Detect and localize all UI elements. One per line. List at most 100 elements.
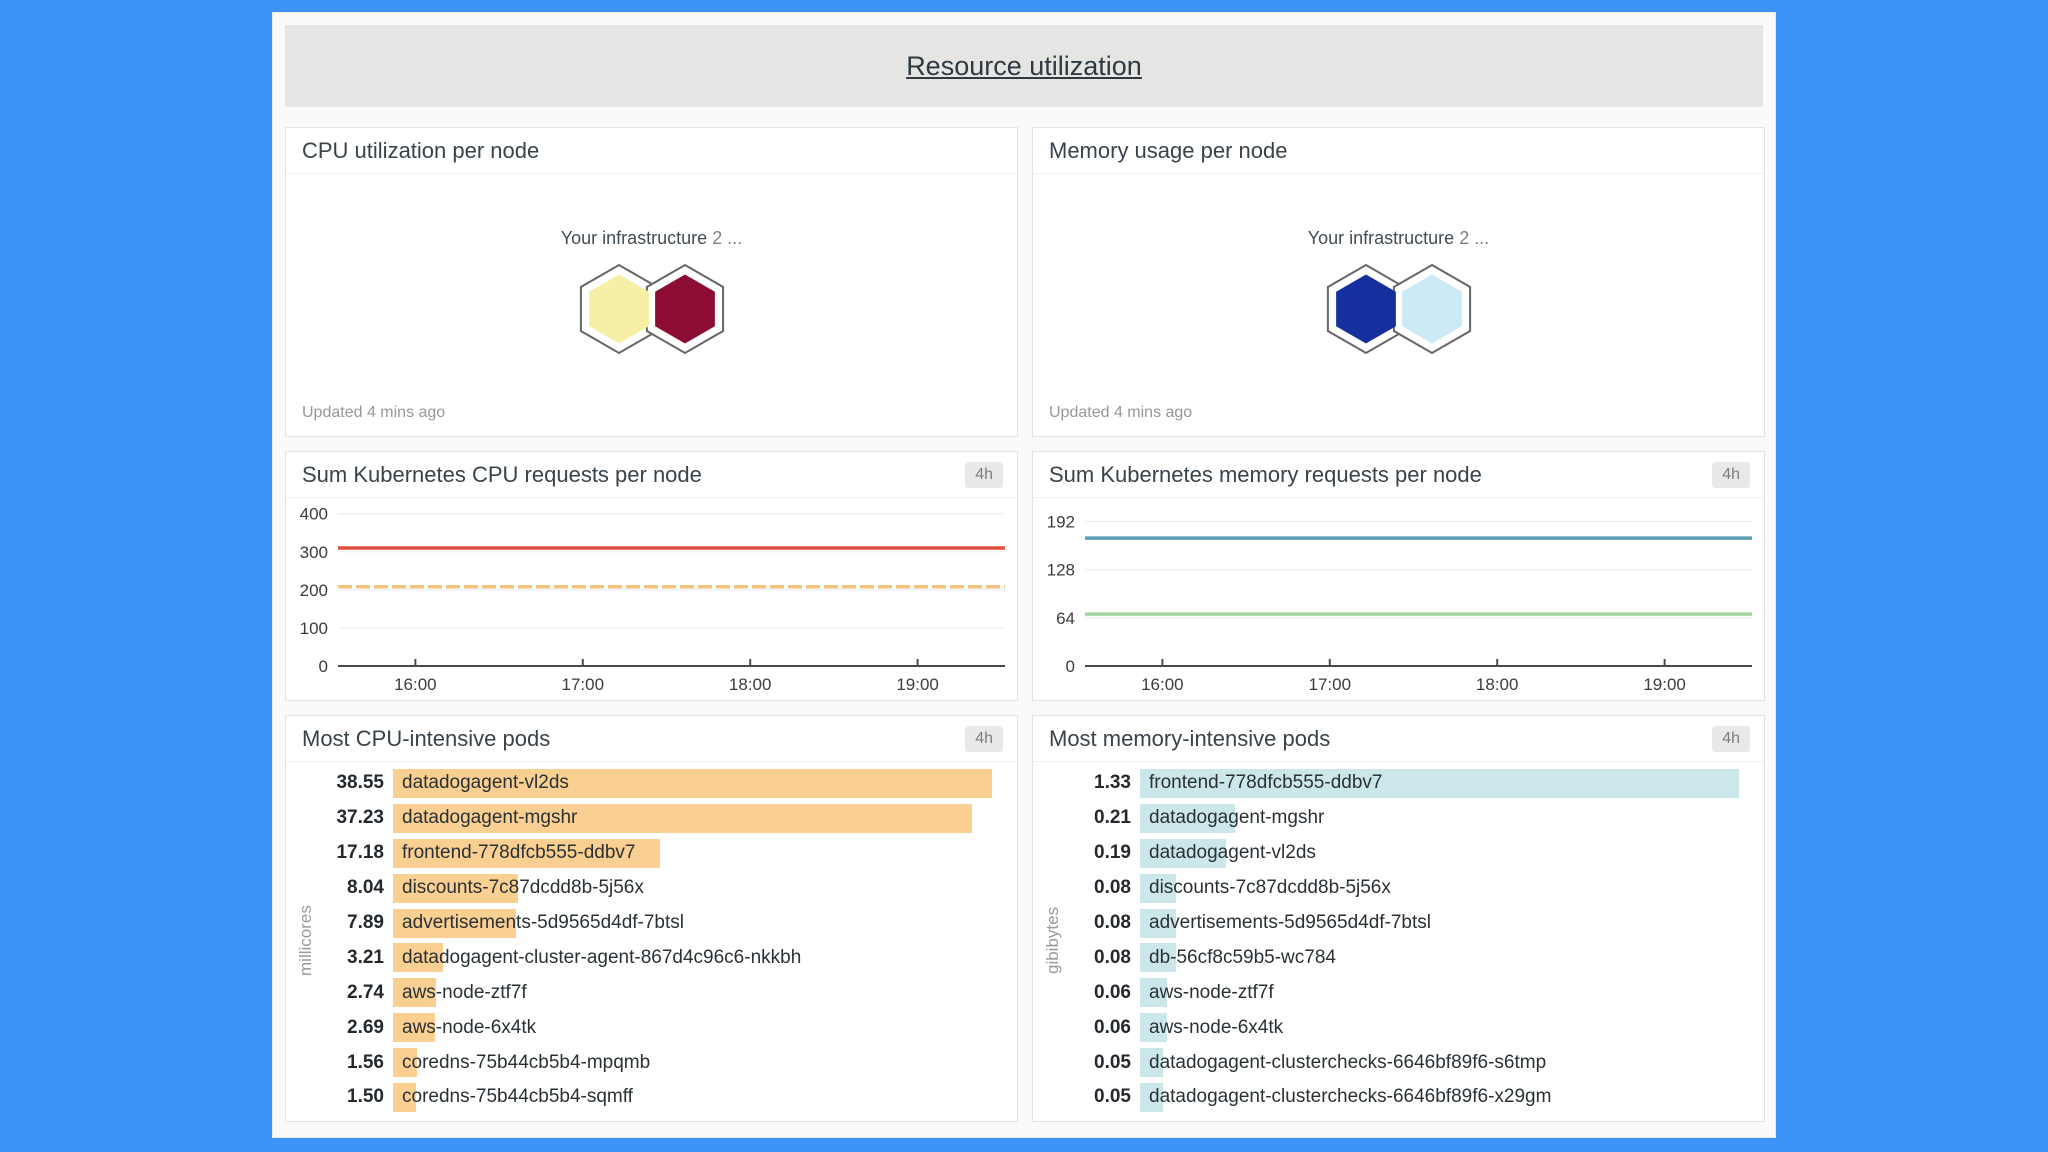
toplist-pod-label: discounts-7c87dcdd8b-5j56x (1149, 877, 1391, 899)
toplist-bar-track: advertisements-5d9565d4df-7btsl (393, 908, 1007, 938)
toplist-bar-track: aws-node-6x4tk (1140, 1013, 1754, 1043)
widget-header: CPU utilization per node (286, 128, 1017, 174)
hostmap-hexagons (1326, 263, 1471, 355)
toplist-pod-label: aws-node-6x4tk (402, 1016, 537, 1038)
y-tick-label: 192 (1047, 513, 1075, 532)
toplist-bar (1140, 1013, 1168, 1043)
toplist-pod-label: advertisements-5d9565d4df-7btsl (1149, 912, 1432, 933)
host-hexagon[interactable] (588, 274, 649, 344)
toplist-bar (393, 838, 661, 868)
timeframe-badge: 4h (965, 461, 1003, 488)
toplist-value: 0.06 (1094, 981, 1131, 1003)
toplist-value: 0.05 (1094, 1051, 1131, 1073)
host-hexagon[interactable] (654, 274, 715, 344)
toplist-pod-label: datadogagent-clusterchecks-6646bf89f6-s6… (1149, 1051, 1547, 1073)
y-tick-label: 0 (1066, 657, 1075, 676)
widget-memory-usage-map[interactable]: Memory usage per node Your infrastructur… (1032, 127, 1765, 437)
y-tick-label: 400 (300, 505, 328, 524)
widget-cpu-requests-chart[interactable]: Sum Kubernetes CPU requests per node 4h … (285, 451, 1018, 701)
toplist-bar-track: db-56cf8c59b5-wc784 (1140, 943, 1754, 973)
widget-header: Memory usage per node (1033, 128, 1764, 174)
toplist-bar-track: coredns-75b44cb5b4-mpqmb (393, 1048, 1007, 1078)
widget-header: Sum Kubernetes CPU requests per node 4h (286, 452, 1017, 498)
toplist-bar-track: advertisements-5d9565d4df-7btsl (1140, 908, 1754, 938)
toplist-bar-track: datadogagent-cluster-agent-867d4c96c6-nk… (393, 943, 1007, 973)
toplist-bar (1140, 908, 1177, 938)
toplist-value: 17.18 (336, 842, 384, 864)
x-tick-label: 16:00 (1141, 675, 1184, 694)
toplist-value: 0.08 (1094, 912, 1131, 933)
toplist-value: 7.89 (347, 912, 384, 933)
dashboard-title-link[interactable]: Resource utilization (906, 50, 1142, 81)
toplist-value: 1.33 (1094, 772, 1131, 794)
y-axis-unit-label: millicores (296, 905, 315, 976)
widget-memory-intensive-pods[interactable]: Most memory-intensive pods 4h gibibytes … (1032, 715, 1765, 1122)
host-hexagon[interactable] (1335, 274, 1396, 344)
x-tick-label: 19:00 (896, 675, 939, 694)
widget-grid: CPU utilization per node Your infrastruc… (285, 127, 1765, 1122)
toplist-bar-track: coredns-75b44cb5b4-sqmff (393, 1082, 1007, 1112)
x-tick-label: 17:00 (1309, 675, 1352, 694)
toplist-bar (393, 943, 443, 973)
widget-cpu-intensive-pods[interactable]: Most CPU-intensive pods 4h millicores 38… (285, 715, 1018, 1122)
x-tick-label: 18:00 (1476, 675, 1519, 694)
toplist-row[interactable]: 0.05 datadogagent-clusterchecks-6646bf89f… (1067, 1046, 1754, 1080)
toplist-row[interactable]: 0.05 datadogagent-clusterchecks-6646bf89f… (1067, 1080, 1754, 1114)
infrastructure-label: Your infrastructure 2 ... (1307, 228, 1490, 248)
toplist-row[interactable]: 0.08 advertisements-5d9565d4df-7btsl (1067, 906, 1754, 940)
widget-memory-requests-chart[interactable]: Sum Kubernetes memory requests per node … (1032, 451, 1765, 701)
toplist-bar (1140, 943, 1177, 973)
toplist-value: 0.08 (1094, 946, 1131, 968)
widget-title: Most CPU-intensive pods (302, 725, 551, 751)
widget-title: Memory usage per node (1049, 137, 1288, 163)
hostmap-body: Your infrastructure 2 ... Updated 4 mins… (1033, 174, 1764, 436)
dashboard-header-banner: Resource utilization (285, 25, 1763, 107)
host-hexagon[interactable] (1401, 274, 1462, 344)
toplist-pod-label: discounts-7c87dcdd8b-5j56x (402, 877, 644, 899)
toplist-bar-track: aws-node-6x4tk (393, 1013, 1007, 1043)
toplist-bar (1140, 1082, 1163, 1112)
toplist-row[interactable]: 0.21 datadogagent-mgshr (1067, 801, 1754, 835)
toplist-pod-label: datadogagent-mgshr (1149, 807, 1325, 829)
widget-header: Most memory-intensive pods 4h (1033, 716, 1764, 762)
toplist-bar (393, 1048, 418, 1078)
infrastructure-label: Your infrastructure 2 ... (560, 228, 743, 248)
toplist-value: 0.19 (1094, 842, 1131, 864)
toplist-bar (1140, 873, 1177, 903)
toplist-bar-track: datadogagent-mgshr (393, 803, 1007, 833)
toplist-value: 0.05 (1094, 1086, 1131, 1108)
toplist-pod-label: advertisements-5d9565d4df-7btsl (402, 912, 685, 933)
toplist-pod-label: aws-node-6x4tk (1149, 1016, 1284, 1038)
toplist-row[interactable]: 7.89 advertisements-5d9565d4df-7btsl (320, 906, 1007, 940)
widget-cpu-utilization-map[interactable]: CPU utilization per node Your infrastruc… (285, 127, 1018, 437)
updated-status: Updated 4 mins ago (1049, 404, 1193, 421)
toplist-bar-track: datadogagent-clusterchecks-6646bf89f6-x2… (1140, 1082, 1754, 1112)
toplist-row[interactable]: 0.08 db-56cf8c59b5-wc784 (1067, 941, 1754, 975)
toplist-value: 0.21 (1094, 807, 1131, 829)
timeframe-badge: 4h (1712, 461, 1750, 488)
widget-header: Sum Kubernetes memory requests per node … (1033, 452, 1764, 498)
toplist-pod-label: aws-node-ztf7f (402, 981, 527, 1003)
toplist-bar-track: datadogagent-vl2ds (393, 768, 1007, 798)
toplist-bar-track: aws-node-ztf7f (393, 978, 1007, 1008)
hostmap-hexagons (579, 263, 724, 355)
